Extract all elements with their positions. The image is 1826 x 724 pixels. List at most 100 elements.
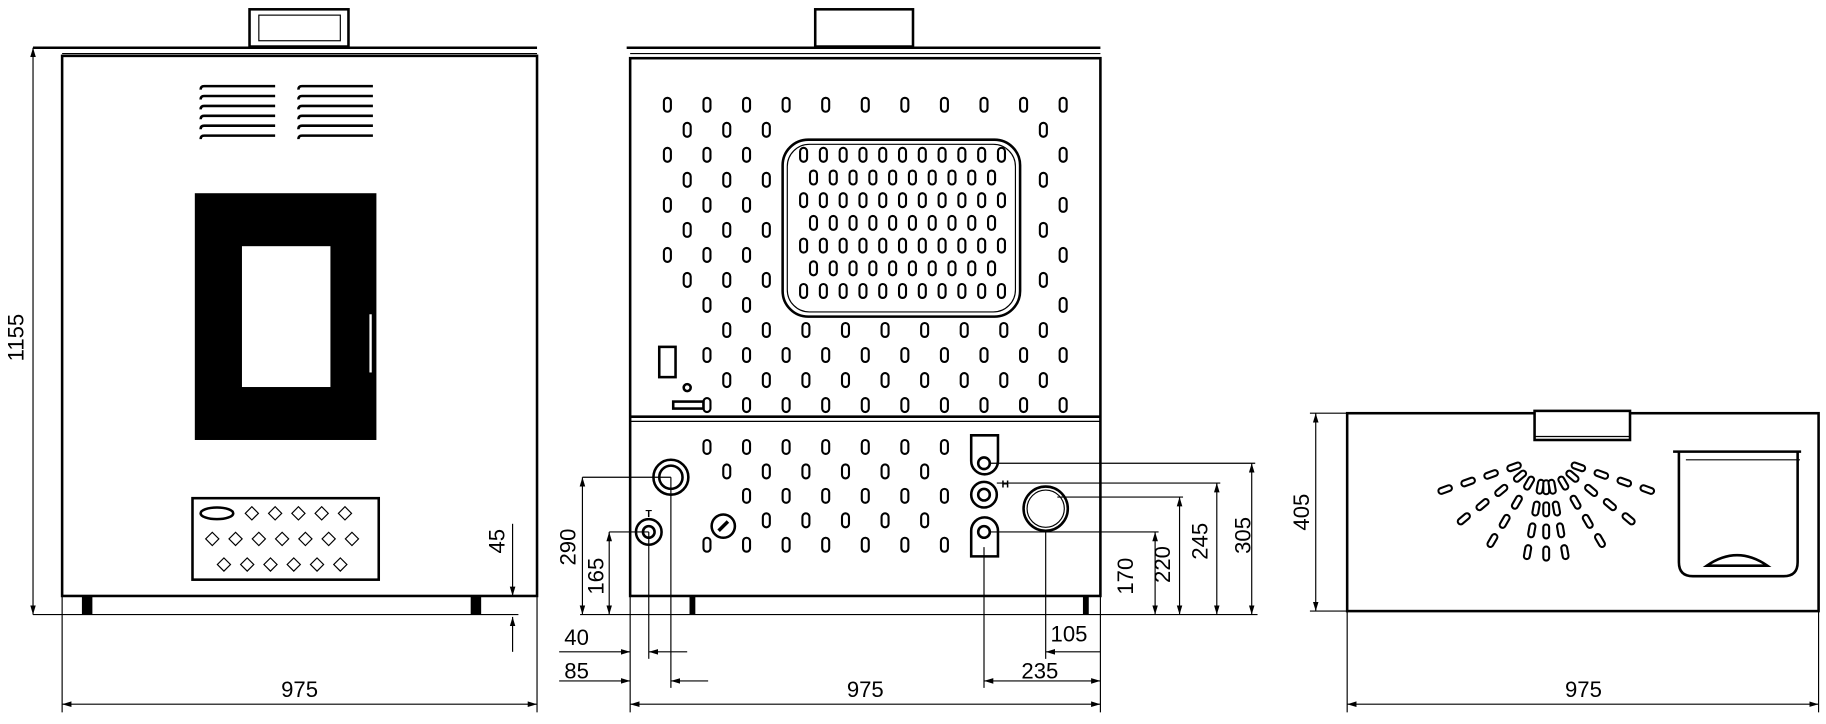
burner-slot: [1527, 522, 1537, 539]
perforation: [979, 96, 989, 113]
vent-slot: [996, 237, 1007, 254]
burner-slot: [1522, 544, 1533, 561]
rear-view: T H 290 165 40 85 975: [555, 8, 1258, 713]
vent-slot: [897, 146, 908, 163]
perforation: [939, 487, 949, 504]
vent-slot: [897, 237, 908, 254]
burner-slot: [1510, 494, 1523, 510]
perforation: [900, 397, 910, 414]
burner-slot: [1483, 469, 1499, 480]
perforation: [801, 372, 811, 389]
vent-slot: [888, 214, 898, 231]
burner-slot: [1531, 500, 1541, 517]
perforation: [939, 536, 949, 553]
door-window: [240, 245, 332, 389]
perforation: [722, 463, 732, 480]
vent-slot: [838, 237, 848, 254]
perforation: [781, 346, 791, 364]
vent-slot: [828, 169, 838, 186]
perforation: [1038, 321, 1048, 339]
perforation: [939, 346, 949, 364]
grille-diamond: [332, 557, 348, 572]
vent-slot: [838, 146, 848, 163]
perforation: [682, 121, 692, 138]
burner-slot: [1569, 494, 1582, 510]
vent-slot: [937, 282, 947, 300]
perforation: [801, 321, 811, 339]
grille-diamond: [286, 557, 302, 572]
perforation: [821, 96, 831, 113]
vent-slot: [947, 260, 957, 277]
vent-slot: [987, 214, 997, 231]
perforation: [742, 196, 752, 213]
vent-slot: [996, 146, 1007, 163]
vent-slot: [927, 260, 937, 277]
perforation: [761, 271, 771, 288]
perforation: [761, 221, 771, 238]
perforation: [742, 296, 752, 313]
vent-slot: [808, 169, 819, 186]
grille-diamond: [251, 531, 267, 547]
rear-width-label: 975: [847, 677, 884, 702]
perforation: [761, 321, 771, 339]
stove-body-rear: [628, 56, 1102, 598]
perforation: [742, 146, 752, 163]
perforation: [880, 463, 890, 480]
vent-slot: [907, 260, 917, 277]
vent-slot: [917, 192, 927, 209]
vent-slot: [907, 214, 917, 231]
louver-slat: [199, 124, 276, 130]
perforation: [702, 146, 712, 163]
perforation: [781, 397, 791, 414]
perforation: [742, 96, 752, 113]
vent-slot: [878, 192, 888, 209]
perforation: [920, 512, 930, 529]
perforation: [1038, 372, 1048, 389]
burner-slot: [1437, 484, 1453, 495]
burner-slot: [1565, 469, 1580, 483]
perforation: [939, 96, 949, 113]
perforation: [722, 321, 732, 339]
rear-flue: [813, 8, 915, 48]
burner-slot: [1494, 483, 1509, 497]
perforation: [821, 397, 831, 414]
vent-slot: [818, 146, 828, 163]
vent-slot: [996, 192, 1007, 209]
vent-slot: [917, 237, 927, 254]
perforation: [1058, 196, 1068, 213]
grille-diamond: [291, 505, 306, 521]
grille-diamond: [337, 505, 353, 521]
brand-logo: [199, 506, 235, 521]
perforation: [1038, 271, 1048, 288]
perforation: [781, 96, 791, 113]
burner-slot: [1506, 461, 1522, 473]
vent-slot: [967, 169, 977, 186]
perforation: [722, 171, 732, 188]
louver-slat: [199, 104, 276, 110]
perforation: [979, 397, 989, 414]
perforation: [801, 463, 811, 480]
louver-slat: [297, 124, 373, 130]
perforation: [999, 321, 1009, 339]
perforation: [742, 397, 752, 414]
vent-slot: [818, 282, 828, 300]
perforation: [742, 346, 752, 364]
dim-105: 105: [1051, 621, 1088, 646]
vent-slot: [818, 192, 828, 209]
grille-diamond: [216, 557, 232, 572]
perforation: [702, 346, 712, 364]
burner-slot: [1584, 483, 1599, 497]
perforation: [1038, 121, 1048, 138]
burner-slot: [1560, 544, 1570, 561]
grille-diamond: [239, 557, 255, 572]
vent-slot: [957, 237, 967, 254]
perforation: [1058, 246, 1068, 263]
burner-pattern: [1437, 461, 1656, 562]
vent-slot: [878, 146, 888, 163]
outlet-bracket-top: [969, 434, 1000, 476]
vent-slot: [897, 192, 908, 209]
perforation: [761, 372, 771, 389]
stove-body-front: [60, 54, 539, 598]
burner-slot: [1542, 501, 1551, 518]
